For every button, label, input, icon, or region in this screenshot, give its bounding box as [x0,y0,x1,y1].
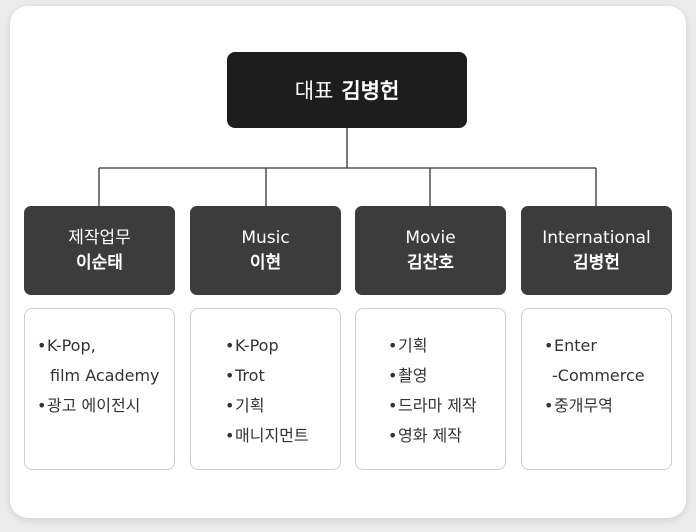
ceo-box: 대표 김병헌 [227,52,467,128]
ceo-name: 김병헌 [341,79,400,103]
dept-box-international: International 김병헌 [521,206,672,295]
list-item: •기획 [225,396,265,415]
dept-title: Music [241,227,290,248]
dept-title: 제작업무 [68,227,131,248]
list-item: •Trot [225,366,265,385]
list-item: •광고 에이전시 [37,396,141,415]
ceo-role: 대표 [294,79,334,103]
dept-head-name: 이현 [249,252,282,273]
list-item: •매니지먼트 [225,426,309,445]
dept-title: International [542,227,651,248]
dept-title: Movie [405,227,456,248]
list-item: •K-Pop,film Academy [37,336,160,385]
dept-detail-movie: •기획 •촬영 •드라마 제작 •영화 제작 [355,308,506,470]
dept-box-movie: Movie 김찬호 [355,206,506,295]
list-item: •촬영 [388,366,428,385]
list-item: •K-Pop [225,336,279,355]
dept-detail-international: •Enter-Commerce •중개무역 [521,308,672,470]
list-item: •Enter-Commerce [544,336,645,385]
dept-head-name: 김병헌 [573,252,620,273]
list-item: •영화 제작 [388,426,462,445]
list-item: •드라마 제작 [388,396,477,415]
list-item: •기획 [388,336,428,355]
dept-box-music: Music 이현 [190,206,341,295]
dept-detail-production: •K-Pop,film Academy •광고 에이전시 [24,308,175,470]
dept-head-name: 김찬호 [407,252,454,273]
dept-detail-music: •K-Pop •Trot •기획 •매니지먼트 [190,308,341,470]
dept-head-name: 이순태 [76,252,123,273]
dept-box-production: 제작업무 이순태 [24,206,175,295]
list-item: •중개무역 [544,396,613,415]
